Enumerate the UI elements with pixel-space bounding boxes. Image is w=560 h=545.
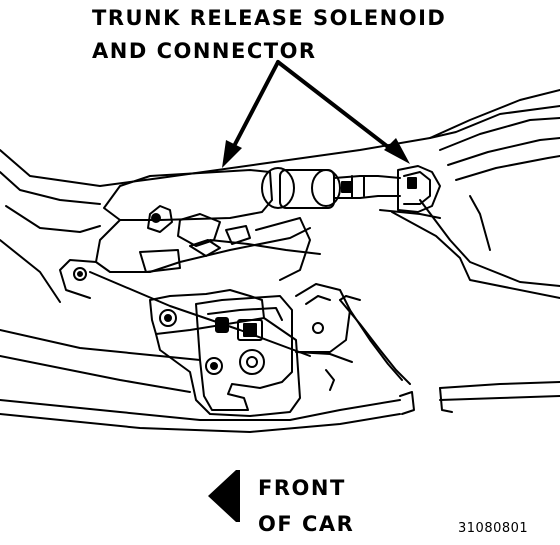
latch [149, 283, 351, 417]
solenoid [103, 167, 401, 221]
leader-arrowhead-left [222, 140, 242, 168]
direction-line-2: OF CAR [258, 512, 355, 536]
direction-line-1: FRONT [258, 476, 346, 500]
trunk-upper-panel [0, 89, 560, 393]
callout-label: TRUNK RELEASE SOLENOID AND CONNECTOR [92, 2, 446, 68]
arrow-left-icon [208, 470, 240, 522]
callout-line-1: TRUNK RELEASE SOLENOID [92, 6, 447, 30]
solenoid-plunger-block [341, 181, 353, 193]
callout-line-2: AND CONNECTOR [92, 39, 317, 63]
figure-number: 31080801 [458, 521, 529, 536]
connector [379, 165, 441, 219]
lower-bumper [0, 295, 560, 433]
direction-label: FRONT OF CAR [258, 470, 354, 542]
bracket [59, 205, 321, 357]
callout-leaders [222, 60, 410, 168]
